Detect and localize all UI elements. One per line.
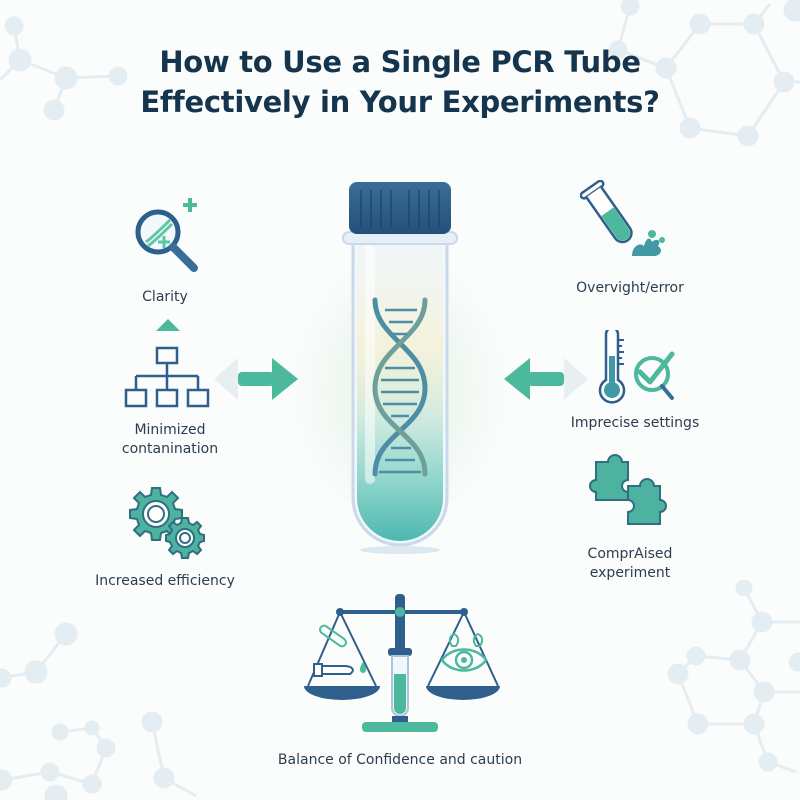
- pcr-tube-dna-icon: [342, 182, 458, 554]
- balance-scale-icon: [304, 594, 500, 732]
- magnifier-dna-icon: [135, 198, 198, 272]
- label-clarity: Clarity: [142, 289, 188, 305]
- title-line-2: Effectively in Your Experiments?: [140, 85, 660, 119]
- page-title: How to Use a Single PCR Tube Effectively…: [0, 42, 800, 122]
- label-increased-efficiency: Increased efficiency: [95, 573, 235, 589]
- puzzle-pieces-icon: [589, 454, 667, 525]
- double-arrow-right-icon: [214, 358, 298, 400]
- up-triangle-icon: [156, 319, 180, 331]
- label-balance: Balance of Confidence and caution: [277, 752, 523, 768]
- double-arrow-left-icon: [504, 358, 588, 400]
- label-overvight-error: Overvight/error: [576, 280, 684, 296]
- label-imprecise-settings: Imprecise settings: [570, 415, 700, 431]
- spilled-test-tube-icon: [580, 180, 665, 256]
- gears-icon: [129, 487, 205, 559]
- title-line-1: How to Use a Single PCR Tube: [159, 45, 641, 79]
- label-comprised-experiment: ComprAised experiment: [587, 546, 673, 581]
- thermometer-check-icon: [598, 330, 675, 404]
- label-minimized-contamination: Minimized contanination: [121, 422, 219, 457]
- hierarchy-icon: [124, 346, 210, 408]
